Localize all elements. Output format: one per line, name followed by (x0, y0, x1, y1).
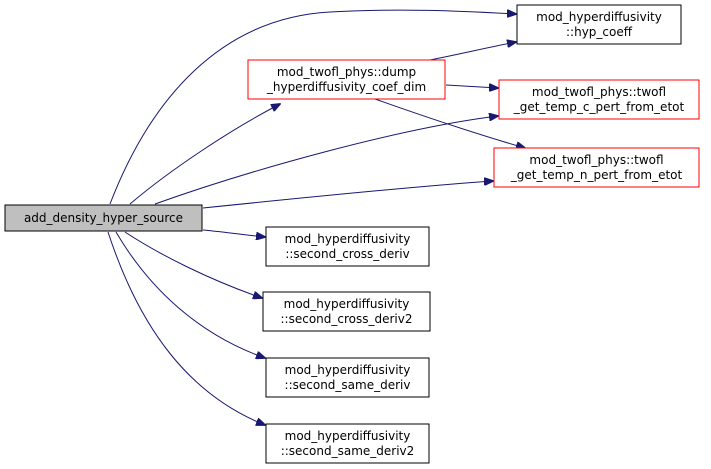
node-second-cross-deriv2[interactable]: mod_hyperdiffusivity ::second_cross_deri… (262, 291, 431, 332)
edge-root-to-dump (129, 104, 280, 205)
node-label-line-2: ::second_same_deriv (285, 378, 411, 392)
node-label-line-1: mod_twofl_phys::twofl (529, 153, 663, 167)
edge-root-to-hyp-coeff (109, 10, 516, 205)
edge-root-to-same (115, 231, 265, 358)
node-hyp-coeff[interactable]: mod_hyperdiffusivity ::hyp_coeff (516, 4, 682, 45)
edge-root-to-temp-c (154, 116, 498, 205)
node-get-temp-n-pert-from-etot[interactable]: mod_twofl_phys::twofl _get_temp_n_pert_f… (493, 147, 700, 188)
node-label-line-1: mod_hyperdiffusivity (536, 10, 662, 24)
node-add-density-hyper-source[interactable]: add_density_hyper_source (4, 204, 203, 232)
node-label-line-2: _hyperdiffusivity_coef_dim (266, 80, 426, 94)
node-label-line-1: mod_hyperdiffusivity (285, 232, 411, 246)
node-label-line-2: ::second_cross_deriv2 (281, 312, 413, 326)
node-label: add_density_hyper_source (24, 211, 183, 225)
node-label-line-1: mod_hyperdiffusivity (285, 429, 411, 443)
node-label-line-1: mod_twofl_phys::dump (277, 65, 416, 79)
edge-root-to-temp-n (202, 181, 493, 209)
edge-dump-to-hyp-coeff (429, 42, 516, 61)
node-dump-hyperdiffusivity-coef-dim[interactable]: mod_twofl_phys::dump _hyperdiffusivity_c… (247, 59, 446, 100)
edge-dump-to-temp-n (374, 98, 525, 148)
node-second-same-deriv[interactable]: mod_hyperdiffusivity ::second_same_deriv (265, 357, 430, 398)
edge-root-to-cross2 (124, 231, 262, 298)
edge-dump-to-temp-c (445, 85, 498, 88)
edge-root-to-cross (202, 229, 265, 237)
node-second-same-deriv2[interactable]: mod_hyperdiffusivity ::second_same_deriv… (265, 423, 430, 464)
node-label-line-2: _get_temp_n_pert_from_etot (510, 168, 683, 182)
edges (107, 10, 525, 425)
edge-root-to-same2 (107, 231, 265, 425)
node-label-line-2: _get_temp_c_pert_from_etot (513, 100, 685, 114)
node-label-line-1: mod_twofl_phys::twofl (532, 85, 666, 99)
node-label-line-1: mod_hyperdiffusivity (285, 363, 411, 377)
node-label-line-1: mod_hyperdiffusivity (284, 297, 410, 311)
node-get-temp-c-pert-from-etot[interactable]: mod_twofl_phys::twofl _get_temp_c_pert_f… (498, 79, 700, 120)
node-second-cross-deriv[interactable]: mod_hyperdiffusivity ::second_cross_deri… (265, 226, 430, 267)
node-label-line-2: ::second_same_deriv2 (281, 444, 415, 458)
node-label-line-2: ::second_cross_deriv (285, 247, 409, 261)
node-label-line-2: ::hyp_coeff (566, 25, 633, 39)
